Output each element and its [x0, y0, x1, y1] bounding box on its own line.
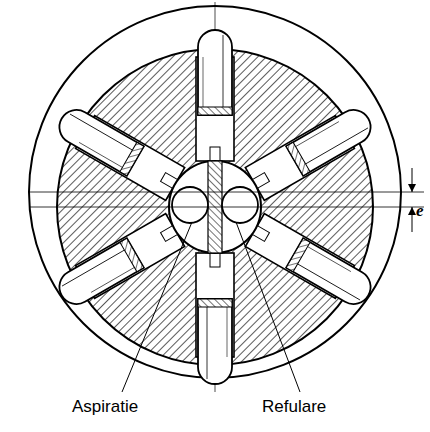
- piston-cylinder: [52, 213, 186, 312]
- piston: [198, 30, 232, 115]
- piston-cylinder: [52, 102, 186, 201]
- piston-cylinder: [196, 251, 234, 384]
- discharge-label: Refulare: [262, 398, 326, 415]
- piston: [198, 299, 232, 384]
- piston-cylinder: [196, 30, 234, 163]
- piston: [53, 238, 144, 310]
- suction-label: Aspiratie: [72, 398, 138, 415]
- piston: [286, 238, 377, 310]
- piston-cylinder: [244, 102, 378, 201]
- eccentricity-label: e: [416, 202, 424, 219]
- piston: [53, 104, 144, 176]
- piston: [286, 104, 377, 176]
